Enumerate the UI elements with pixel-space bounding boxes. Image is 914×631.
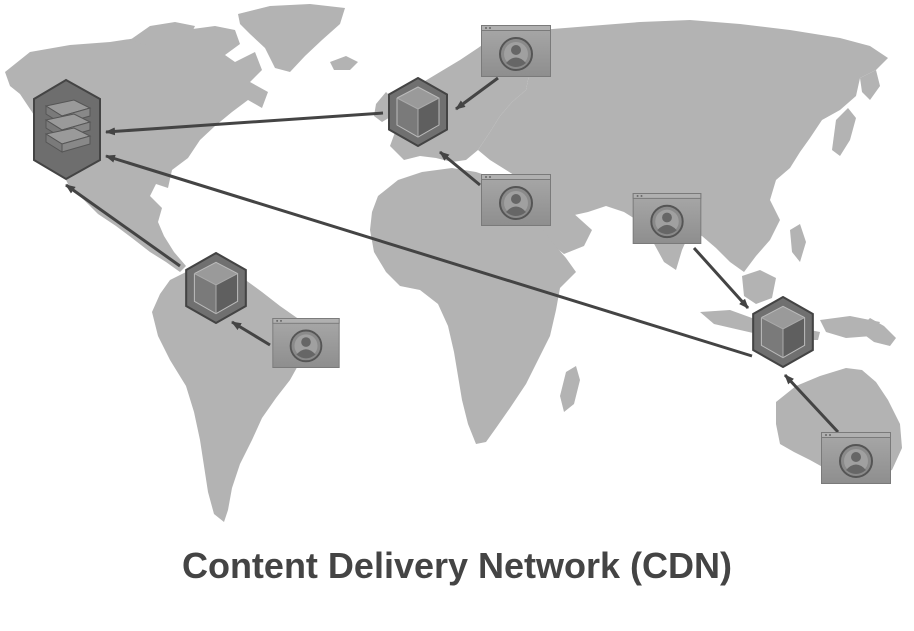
origin-server <box>33 78 101 181</box>
arrow-client-south-america-to-edge-south-america <box>231 320 271 347</box>
landmass-africa <box>370 168 576 444</box>
landmass-greenland <box>238 4 345 72</box>
landmass-south-america <box>152 268 310 522</box>
client-north-europe <box>481 25 551 77</box>
arrow-edge-southeast-asia-to-origin <box>105 154 753 358</box>
client-india <box>632 193 702 244</box>
client-middle-east <box>481 174 551 226</box>
arrow-client-india-to-edge-southeast-asia <box>692 246 750 310</box>
landmass-japan <box>832 108 856 156</box>
landmass-asia <box>478 20 888 272</box>
landmass-borneo <box>742 270 776 304</box>
server-rack-stack <box>44 99 92 153</box>
diagram-caption: Content Delivery Network (CDN) <box>181 545 733 586</box>
landmass-iceland <box>330 56 358 70</box>
arrow-client-australia-to-edge-southeast-asia <box>783 373 840 434</box>
connection-arrows <box>65 76 840 434</box>
landmass-madagascar <box>560 366 580 412</box>
client-australia <box>821 432 891 484</box>
arrow-edge-europe-to-origin <box>105 111 384 136</box>
landmass-kamchatka <box>860 70 880 100</box>
arrow-edge-south-america-to-origin <box>65 183 181 268</box>
landmass-philippines <box>790 224 806 262</box>
edge-server-southeast-asia <box>752 296 814 368</box>
client-south-america <box>271 318 341 368</box>
landmass-new-zealand <box>858 318 896 346</box>
arrow-client-middle-east-to-edge-europe <box>439 150 481 187</box>
arrow-client-north-europe-to-edge-europe <box>455 76 499 111</box>
landmass-arctic-islands <box>130 22 195 46</box>
